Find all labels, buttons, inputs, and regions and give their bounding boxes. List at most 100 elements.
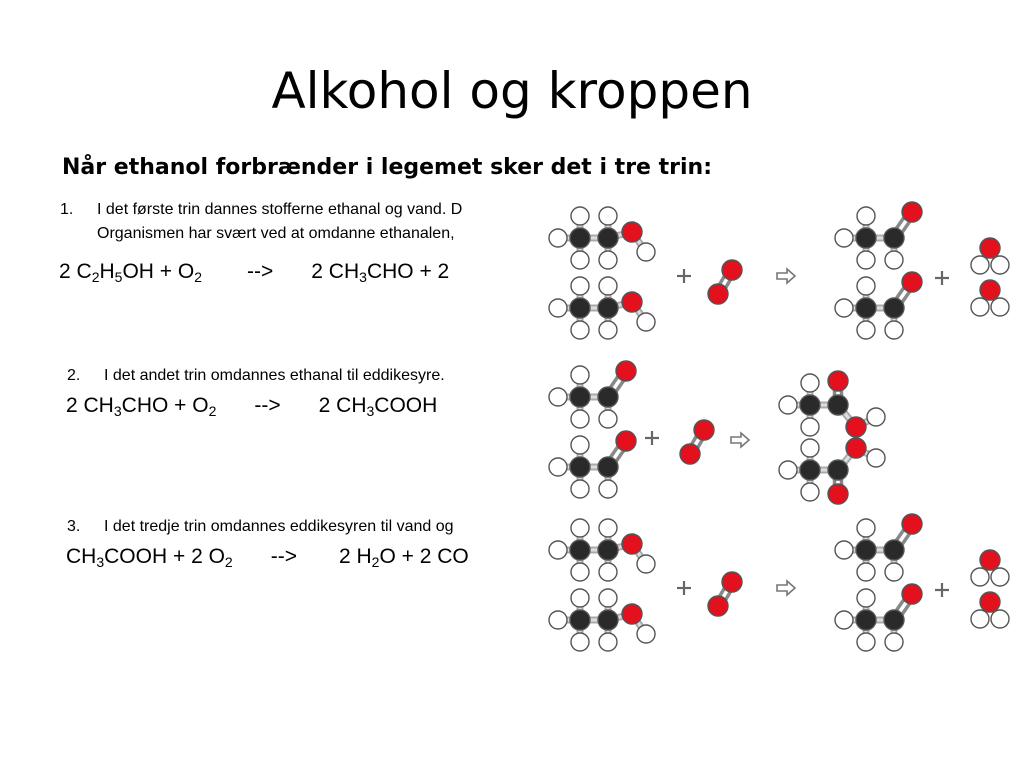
oxygen-atom bbox=[827, 370, 849, 392]
carbon-atom bbox=[597, 456, 619, 478]
hydrogen-atom bbox=[598, 206, 618, 226]
hydrogen-atom bbox=[856, 588, 876, 608]
carbon-atom bbox=[799, 459, 821, 481]
hydrogen-atom bbox=[834, 298, 854, 318]
hydrogen-atom bbox=[570, 206, 590, 226]
hydrogen-atom bbox=[598, 588, 618, 608]
hydrogen-atom bbox=[598, 562, 618, 582]
hydrogen-atom bbox=[570, 365, 590, 385]
oxygen-atom bbox=[621, 533, 643, 555]
carbon-atom bbox=[597, 227, 619, 249]
hydrogen-atom bbox=[856, 276, 876, 296]
hydrogen-atom bbox=[856, 206, 876, 226]
hydrogen-atom bbox=[548, 540, 568, 560]
eq2-part4: COOH bbox=[374, 394, 438, 417]
hydrogen-atom bbox=[598, 479, 618, 499]
hydrogen-atom bbox=[570, 588, 590, 608]
eq1-part4: 2 CH bbox=[311, 260, 360, 283]
eq3-part3: 2 H bbox=[338, 545, 372, 568]
hydrogen-atom bbox=[778, 395, 798, 415]
hydrogen-atom bbox=[970, 255, 990, 275]
eq1-part2: H bbox=[99, 260, 115, 283]
hydrogen-atom bbox=[598, 250, 618, 270]
step-2-text-line1: I det andet trin omdannes ethanal til ed… bbox=[104, 367, 445, 384]
hydrogen-atom bbox=[548, 610, 568, 630]
eq3-part4: O + 2 CO bbox=[379, 545, 469, 568]
eq1-sub2: 5 bbox=[114, 269, 123, 285]
slide-subtitle: Når ethanol forbrænder i legemet sker de… bbox=[62, 155, 712, 180]
oxygen-atom bbox=[979, 591, 1001, 613]
oxygen-atom bbox=[845, 437, 867, 459]
hydrogen-atom bbox=[800, 373, 820, 393]
carbon-atom bbox=[569, 386, 591, 408]
oxygen-atom bbox=[901, 271, 923, 293]
hydrogen-atom bbox=[800, 438, 820, 458]
eq1-part1: 2 C bbox=[59, 260, 92, 283]
oxygen-atom bbox=[707, 283, 729, 305]
carbon-atom bbox=[883, 297, 905, 319]
hydrogen-atom bbox=[866, 448, 886, 468]
oxygen-atom bbox=[679, 443, 701, 465]
hydrogen-atom bbox=[834, 228, 854, 248]
hydrogen-atom bbox=[990, 567, 1010, 587]
hydrogen-atom bbox=[856, 632, 876, 652]
eq1-sub1: 2 bbox=[91, 269, 100, 285]
hydrogen-atom bbox=[970, 297, 990, 317]
hydrogen-atom bbox=[856, 518, 876, 538]
oxygen-atom bbox=[721, 259, 743, 281]
hydrogen-atom bbox=[598, 320, 618, 340]
hydrogen-atom bbox=[570, 250, 590, 270]
hydrogen-atom bbox=[834, 540, 854, 560]
hydrogen-atom bbox=[970, 609, 990, 629]
carbon-atom bbox=[569, 456, 591, 478]
carbon-atom bbox=[855, 297, 877, 319]
carbon-atom bbox=[855, 609, 877, 631]
oxygen-atom bbox=[979, 549, 1001, 571]
step-3-equation: CH3COOH + 2 O2-->2 H2O + 2 CO bbox=[66, 545, 469, 569]
hydrogen-atom bbox=[990, 255, 1010, 275]
hydrogen-atom bbox=[570, 409, 590, 429]
step-3-number: 3. bbox=[67, 518, 81, 535]
hydrogen-atom bbox=[778, 460, 798, 480]
eq3-sub1: 3 bbox=[96, 554, 105, 570]
hydrogen-atom bbox=[884, 632, 904, 652]
carbon-atom bbox=[883, 227, 905, 249]
oxygen-atom bbox=[621, 291, 643, 313]
reaction-arrow-icon bbox=[776, 579, 797, 597]
eq2-part3: 2 CH bbox=[318, 394, 367, 417]
eq3-arrow: --> bbox=[270, 545, 297, 568]
oxygen-atom bbox=[615, 430, 637, 452]
hydrogen-atom bbox=[548, 387, 568, 407]
reaction-arrow-icon bbox=[776, 267, 797, 285]
hydrogen-atom bbox=[800, 417, 820, 437]
molecule-diagram bbox=[535, 195, 1024, 665]
hydrogen-atom bbox=[834, 610, 854, 630]
oxygen-atom bbox=[845, 416, 867, 438]
oxygen-atom bbox=[707, 595, 729, 617]
eq2-arrow: --> bbox=[254, 394, 281, 417]
eq2-sub1: 3 bbox=[113, 403, 122, 419]
carbon-atom bbox=[883, 609, 905, 631]
hydrogen-atom bbox=[884, 562, 904, 582]
hydrogen-atom bbox=[884, 320, 904, 340]
step-2-equation: 2 CH3CHO + O2-->2 CH3COOH bbox=[66, 394, 437, 418]
hydrogen-atom bbox=[598, 518, 618, 538]
hydrogen-atom bbox=[570, 320, 590, 340]
molecule-diagram-svg bbox=[548, 201, 1010, 652]
step-2-number: 2. bbox=[67, 367, 81, 384]
eq2-part1: 2 CH bbox=[66, 394, 114, 417]
hydrogen-atom bbox=[866, 407, 886, 427]
hydrogen-atom bbox=[570, 276, 590, 296]
reaction-arrow-icon bbox=[730, 431, 751, 449]
carbon-atom bbox=[569, 297, 591, 319]
carbon-atom bbox=[597, 386, 619, 408]
carbon-atom bbox=[855, 227, 877, 249]
eq1-sub3: 2 bbox=[194, 269, 203, 285]
oxygen-atom bbox=[901, 583, 923, 605]
carbon-atom bbox=[827, 459, 849, 481]
step-1-text-line1: I det første trin dannes stofferne ethan… bbox=[97, 201, 463, 218]
hydrogen-atom bbox=[548, 457, 568, 477]
slide-title: Alkohol og kroppen bbox=[271, 62, 753, 120]
oxygen-atom bbox=[721, 571, 743, 593]
hydrogen-atom bbox=[570, 479, 590, 499]
